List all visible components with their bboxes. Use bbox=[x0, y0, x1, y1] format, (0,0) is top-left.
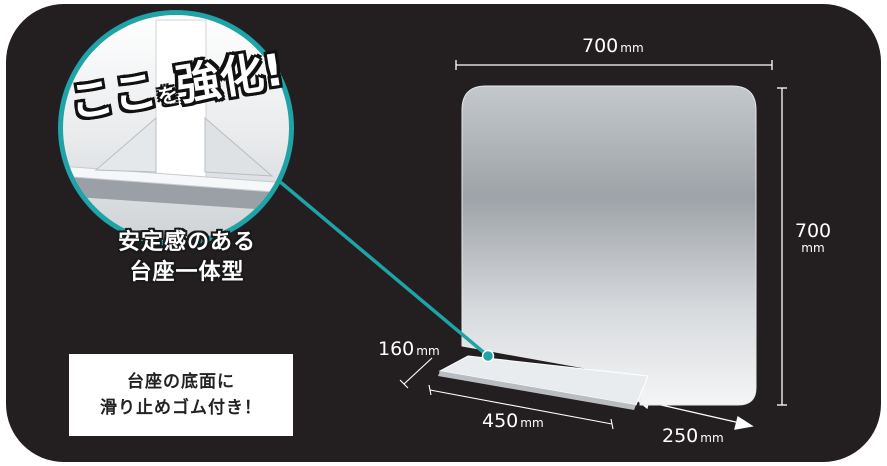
dim-line-height bbox=[777, 87, 787, 406]
acrylic-panel bbox=[461, 85, 757, 406]
non-slip-note: 台座の底面に 滑り止めゴム付き！ bbox=[69, 354, 293, 436]
dim-line-base-depth bbox=[399, 357, 433, 389]
stable-base-badge: 安定感のある 台座一体型 bbox=[117, 230, 256, 285]
zoomed-base-detail bbox=[63, 19, 289, 212]
dim-line-width bbox=[455, 60, 773, 70]
callout-line bbox=[264, 168, 490, 358]
height-label: 700 mm bbox=[794, 220, 832, 255]
callout-dot bbox=[481, 349, 495, 363]
dim-line-base-width bbox=[428, 384, 614, 430]
